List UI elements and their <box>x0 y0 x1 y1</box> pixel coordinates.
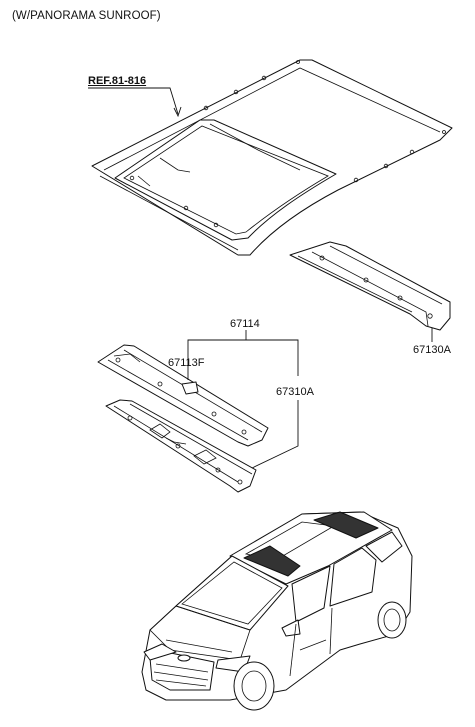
ref-callout: REF.81-816 <box>88 75 147 87</box>
ref-leader-line <box>88 87 179 115</box>
rear-roof-rail <box>289 241 451 331</box>
front-roof-rail-upper <box>97 344 269 447</box>
roof-panel <box>91 59 453 256</box>
part-number-67130a: 67130A <box>413 344 451 356</box>
part-number-67113f: 67113F <box>168 357 205 369</box>
assembly-leader-lines <box>187 330 299 469</box>
part-number-67114: 67114 <box>230 318 260 330</box>
ref-leader-arrow <box>173 106 182 118</box>
rail-bracket <box>181 381 199 395</box>
car-illustration <box>141 511 413 711</box>
diagram-header: (W/PANORAMA SUNROOF) <box>12 10 161 22</box>
front-roof-rail-lower <box>105 399 257 493</box>
part-number-67310a: 67310A <box>276 386 314 398</box>
